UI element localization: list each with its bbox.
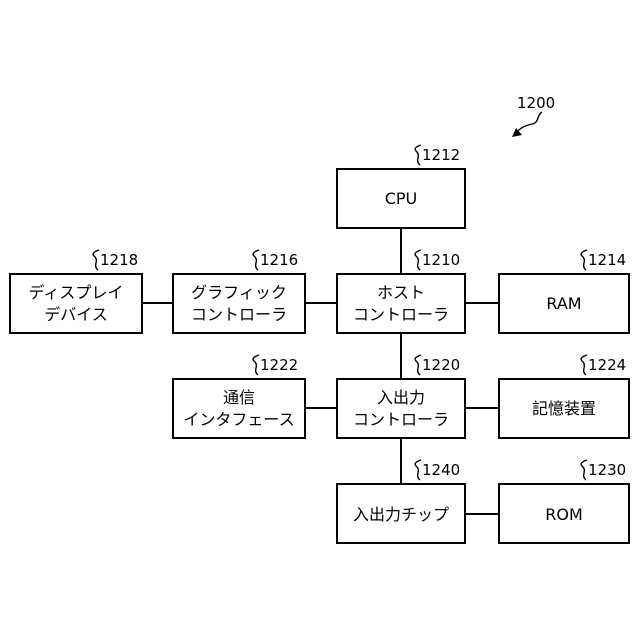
block-display-device: ディスプレイ デバイス 1218 [10, 250, 142, 333]
block-display-device-label-2: デバイス [44, 305, 108, 324]
block-display-device-label-1: ディスプレイ [29, 283, 124, 302]
block-comm-interface-ref: 1222 [260, 356, 298, 374]
block-display-device-ref: 1218 [100, 251, 138, 269]
block-io-chip-label: 入出力チップ [353, 505, 449, 524]
block-comm-interface: 通信 インタフェース 1222 [173, 355, 305, 438]
block-io-controller-label-2: コントローラ [353, 410, 449, 429]
block-graphic-controller-ref: 1216 [260, 251, 298, 269]
block-comm-interface-label-1: 通信 [223, 388, 255, 407]
block-rom-label: ROM [545, 505, 583, 524]
block-graphic-controller-label-2: コントローラ [191, 305, 287, 324]
block-host-controller-label-2: コントローラ [353, 305, 449, 324]
block-host-controller-ref: 1210 [422, 251, 460, 269]
block-ram-ref: 1214 [588, 251, 626, 269]
block-cpu-ref: 1212 [422, 146, 460, 164]
block-io-controller-ref: 1220 [422, 356, 460, 374]
block-io-chip-ref: 1240 [422, 461, 460, 479]
block-storage-device: 記憶装置 1224 [499, 355, 629, 438]
block-cpu: CPU 1212 [337, 145, 465, 228]
block-rom-ref: 1230 [588, 461, 626, 479]
block-ram-label: RAM [546, 294, 581, 313]
block-storage-device-ref: 1224 [588, 356, 626, 374]
block-comm-interface-label-2: インタフェース [183, 410, 294, 429]
figure-ref-arrow [515, 112, 542, 134]
figure-ref-label: 1200 [517, 94, 555, 112]
block-rom: ROM 1230 [499, 460, 629, 543]
block-graphic-controller: グラフィック コントローラ 1216 [173, 250, 305, 333]
block-storage-device-label: 記憶装置 [532, 399, 596, 418]
block-graphic-controller-label-1: グラフィック [191, 283, 287, 302]
block-cpu-label: CPU [385, 189, 418, 208]
block-io-controller-label-1: 入出力 [377, 388, 425, 407]
block-host-controller-label-1: ホスト [377, 283, 425, 302]
block-ram: RAM 1214 [499, 250, 629, 333]
